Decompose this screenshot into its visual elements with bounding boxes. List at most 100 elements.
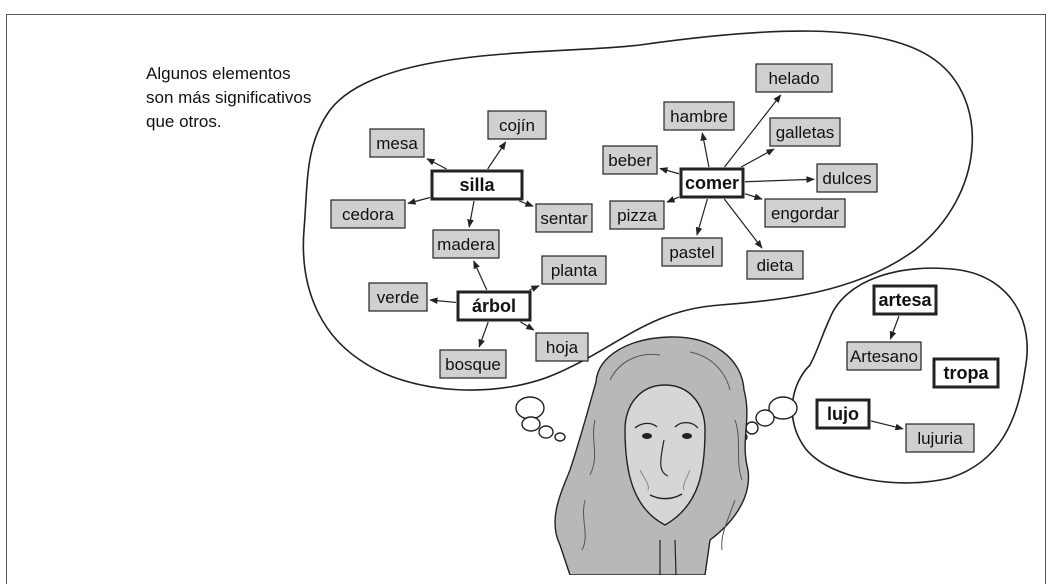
node-label: lujuria xyxy=(917,429,963,448)
node-box xyxy=(661,237,723,267)
node-label: árbol xyxy=(472,296,516,316)
word-mesa: mesa xyxy=(369,128,425,158)
node-box xyxy=(330,199,406,229)
node-box xyxy=(541,255,607,285)
edge-silla-mesa xyxy=(426,158,447,170)
concept-artesa: artesa xyxy=(872,284,938,316)
node-box xyxy=(769,117,841,147)
word-pizza: pizza xyxy=(609,200,665,230)
word-sentar: sentar xyxy=(535,203,593,233)
node-label: engordar xyxy=(771,204,839,223)
caption-line-3: que otros. xyxy=(146,112,222,131)
concept-comer: comer xyxy=(679,167,745,199)
node-label: cojín xyxy=(499,116,535,135)
edge-comer-galletas xyxy=(740,148,775,168)
node-box xyxy=(679,167,745,199)
edge-comer-hambre xyxy=(700,132,710,168)
node-label: Artesano xyxy=(850,347,918,366)
node-box xyxy=(535,332,589,362)
edge-arbol-madera xyxy=(473,260,488,291)
node-box xyxy=(439,349,507,379)
edge-comer-engordar xyxy=(744,193,763,201)
node-label: pastel xyxy=(669,243,714,262)
node-box xyxy=(369,128,425,158)
node-label: beber xyxy=(608,151,652,170)
word-galletas: galletas xyxy=(769,117,841,147)
node-label: lujo xyxy=(827,404,859,424)
thought-dots-left xyxy=(515,396,566,442)
edge-comer-helado xyxy=(724,94,782,168)
edge-silla-sentar xyxy=(518,200,534,207)
concept-tropa: tropa xyxy=(932,357,1000,389)
word-dulces: dulces xyxy=(816,163,878,193)
edge-comer-dulces xyxy=(744,176,815,183)
word-verde: verde xyxy=(368,282,428,312)
edge-arbol-planta xyxy=(529,285,540,292)
concept-arbol: árbol xyxy=(456,290,532,322)
word-planta: planta xyxy=(541,255,607,285)
edge-silla-madera xyxy=(467,200,475,228)
edge-comer-pastel xyxy=(695,198,708,236)
node-box xyxy=(535,203,593,233)
edge-arbol-hoja xyxy=(520,321,535,331)
edge-comer-beber xyxy=(659,167,680,175)
node-box xyxy=(432,229,500,259)
word-pastel: pastel xyxy=(661,237,723,267)
word-cedora: cedora xyxy=(330,199,406,229)
node-label: verde xyxy=(377,288,420,307)
word-lujuria: lujuria xyxy=(905,423,975,453)
edge-comer-dieta xyxy=(723,198,763,249)
node-box xyxy=(905,423,975,453)
node-label: galletas xyxy=(776,123,835,142)
node-label: silla xyxy=(459,175,495,195)
node-box xyxy=(872,284,938,316)
face xyxy=(624,384,706,526)
node-box xyxy=(663,101,735,131)
concept-silla: silla xyxy=(430,169,524,201)
caption-line-1: Algunos elementos xyxy=(146,64,291,83)
edge-silla-cedora xyxy=(407,196,431,205)
word-cojin: cojín xyxy=(487,110,547,140)
edge-arbol-bosque xyxy=(478,321,489,348)
word-helado: helado xyxy=(755,63,833,93)
edge-arbol-verde xyxy=(429,297,457,305)
node-box xyxy=(487,110,547,140)
diagram-nodes: mesa cojín cedora madera sentar planta verde bo… xyxy=(330,63,1000,453)
edge-lujo-lujuria xyxy=(870,420,904,431)
node-label: tropa xyxy=(944,363,990,383)
caption-line-2: son más significativos xyxy=(146,88,312,107)
caption: Algunos elementos son más significativos… xyxy=(146,62,316,134)
word-dieta: dieta xyxy=(746,250,804,280)
node-label: sentar xyxy=(540,209,588,228)
node-label: cedora xyxy=(342,205,395,224)
node-label: helado xyxy=(768,69,819,88)
word-bosque: bosque xyxy=(439,349,507,379)
node-box xyxy=(602,145,658,175)
edge-silla-cojin xyxy=(487,141,507,170)
node-label: madera xyxy=(437,235,495,254)
node-label: hoja xyxy=(546,338,579,357)
node-label: mesa xyxy=(376,134,418,153)
node-box xyxy=(932,357,1000,389)
node-label: artesa xyxy=(878,290,932,310)
node-label: planta xyxy=(551,261,598,280)
edge-comer-pizza xyxy=(666,196,680,203)
node-label: hambre xyxy=(670,107,728,126)
edge-artesa-artesano xyxy=(889,315,900,340)
node-box xyxy=(746,250,804,280)
node-box xyxy=(755,63,833,93)
node-box xyxy=(368,282,428,312)
diagram-edges xyxy=(407,94,904,431)
node-label: pizza xyxy=(617,206,657,225)
word-artesano: Artesano xyxy=(846,341,922,371)
woman-illustration xyxy=(554,336,750,575)
word-madera: madera xyxy=(432,229,500,259)
node-box xyxy=(815,398,871,430)
node-label: bosque xyxy=(445,355,501,374)
node-box xyxy=(816,163,878,193)
figure-frame xyxy=(6,14,1046,584)
concept-lujo: lujo xyxy=(815,398,871,430)
word-beber: beber xyxy=(602,145,658,175)
node-box xyxy=(764,198,846,228)
